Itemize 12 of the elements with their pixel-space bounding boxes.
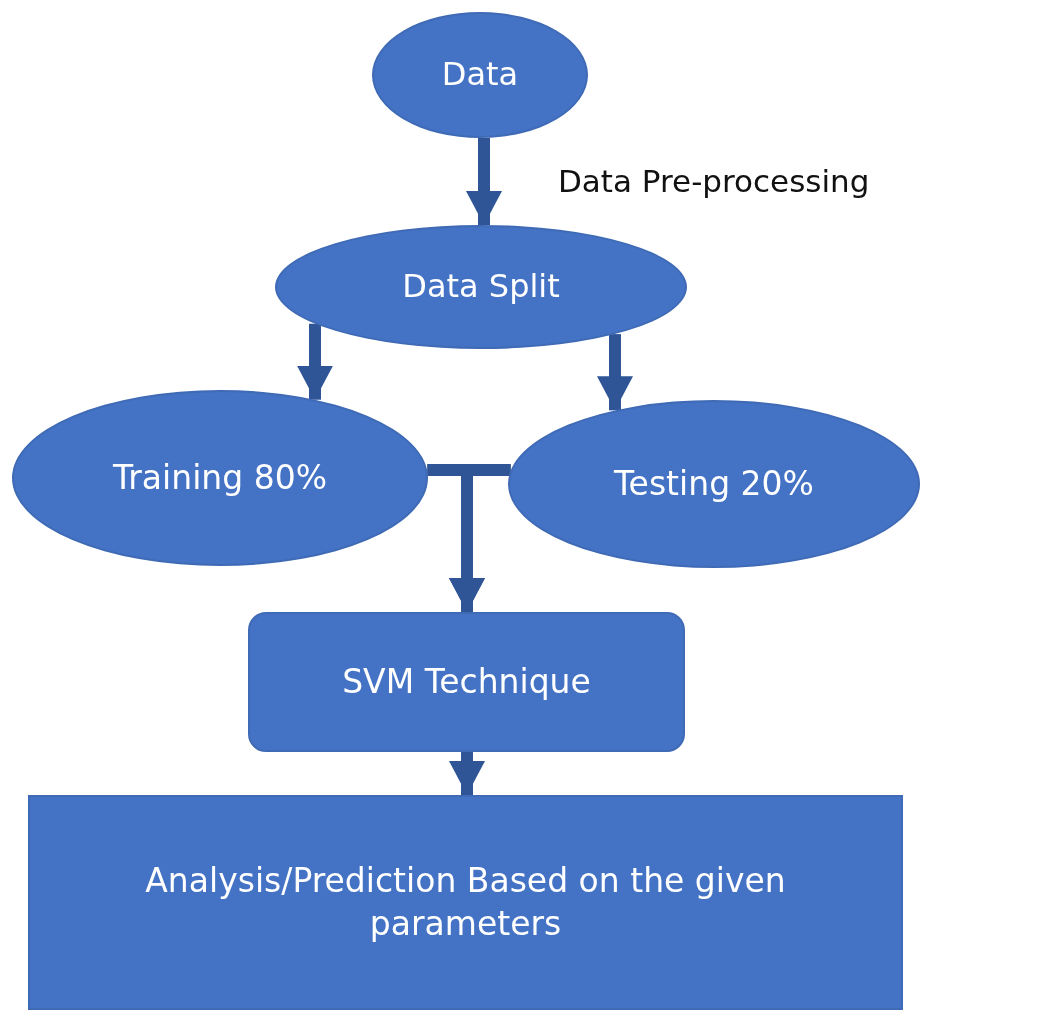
node-text: Analysis/Prediction Based on the given parameters <box>144 859 787 945</box>
arrow <box>449 752 485 795</box>
process-box <box>28 795 903 1010</box>
node-text: Training 80% <box>112 456 328 499</box>
arrow <box>597 334 633 411</box>
node-text: Testing 20% <box>614 462 814 505</box>
process-box <box>248 612 685 752</box>
node-text: Data <box>441 54 519 96</box>
arrow <box>466 137 502 225</box>
node-text: SVM Technique <box>342 660 591 703</box>
node-text: Data Split <box>402 266 560 308</box>
arrow <box>297 323 333 400</box>
